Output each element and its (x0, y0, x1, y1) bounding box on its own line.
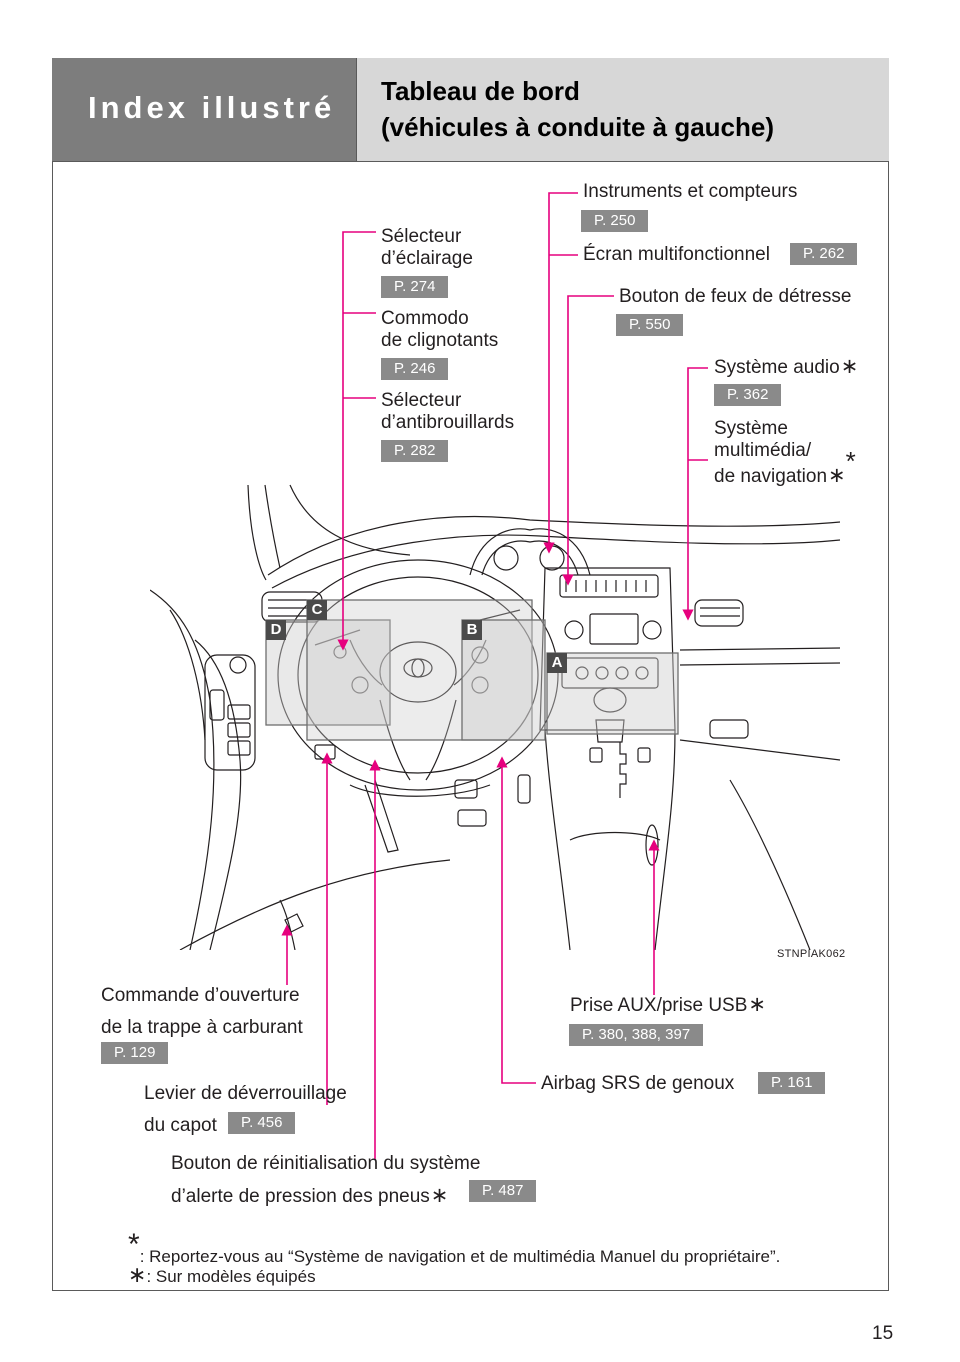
hazard-label: Bouton de feux de détresse (619, 286, 852, 307)
aux-usb-label: Prise AUX/prise USB∗ (570, 993, 767, 1017)
navigation-label: Système multimédia/ de navigation∗* (714, 418, 856, 487)
fuel-door-label: Commande d’ouverture de la trappe à carb… (101, 985, 303, 1038)
page-header: Tableau de bord (véhicules à conduite à … (357, 58, 889, 162)
marker-c: D (266, 620, 286, 640)
light-switch-page-badge[interactable]: P. 274 (381, 276, 449, 298)
fuel-door-page-badge[interactable]: P. 129 (101, 1042, 169, 1064)
light-switch-label: Sélecteur d’éclairage (381, 226, 473, 269)
multi-display-page-badge[interactable]: P. 262 (790, 243, 858, 265)
page-number: 15 (872, 1323, 894, 1344)
turn-lever-page-badge[interactable]: P. 246 (381, 358, 449, 380)
audio-page-badge[interactable]: P. 362 (714, 384, 782, 406)
footnote-equipped: ∗: Sur modèles équipés (128, 1262, 316, 1287)
knee-airbag-label: Airbag SRS de genoux (541, 1073, 735, 1094)
hazard-page-badge[interactable]: P. 550 (616, 314, 684, 336)
footnote-navigation: *: Reportez-vous au “Système de navigati… (128, 1228, 781, 1266)
multi-display-label: Écran multifonctionnel (583, 244, 770, 265)
knee-airbag-page-badge[interactable]: P. 161 (758, 1072, 826, 1094)
hood-lever-page-badge[interactable]: P. 456 (228, 1112, 296, 1134)
page-title-line1: Tableau de bord (381, 76, 580, 106)
fog-switch-label: Sélecteur d’antibrouillards (381, 390, 515, 433)
audio-label: Système audio∗ (714, 355, 859, 379)
hood-lever-label: Levier de déverrouillage du capot (144, 1083, 347, 1136)
marker-a: A (547, 653, 567, 673)
aux-usb-page-badge[interactable]: P. 380, 388, 397 (569, 1024, 704, 1046)
section-title: Index illustré (88, 90, 336, 125)
marker-d: C (307, 600, 327, 620)
fog-switch-page-badge[interactable]: P. 282 (381, 440, 449, 462)
section-tab: Index illustré (52, 58, 357, 162)
instruments-label: Instruments et compteurs (583, 181, 798, 202)
turn-lever-label: Commodo de clignotants (381, 308, 499, 351)
dashboard-illustration (150, 484, 841, 950)
tpws-reset-page-badge[interactable]: P. 487 (469, 1180, 537, 1202)
illustration-code: STNPIAK062 (777, 948, 846, 960)
page-title-line2: (véhicules à conduite à gauche) (381, 112, 774, 142)
tpws-reset-label: Bouton de réinitialisation du système d’… (171, 1153, 481, 1207)
instruments-page-badge[interactable]: P. 250 (581, 210, 649, 232)
marker-b: B (462, 620, 482, 640)
